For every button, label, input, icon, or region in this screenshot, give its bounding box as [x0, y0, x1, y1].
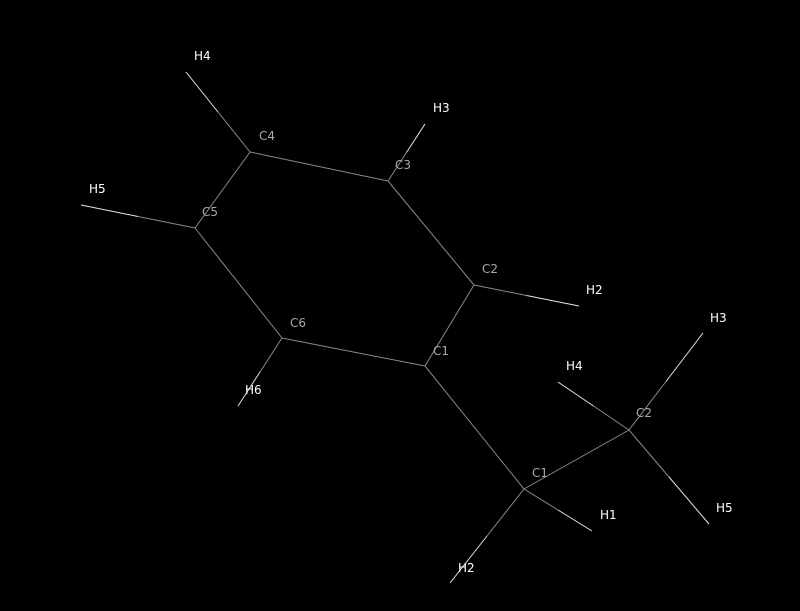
- bond-e-c1-e-h2-hydrogen-half: [449, 535, 488, 584]
- bond-r-c5-r-c6: [194, 227, 283, 339]
- bond-e-c1-e-c2: [523, 429, 630, 490]
- bond-e-c2-e-h5-carbon-half: [628, 429, 670, 478]
- bond-r-c1-e-c1: [424, 365, 525, 490]
- bond-e-c2-e-h3-carbon-half: [628, 381, 667, 431]
- atom-label-e-h3: H3: [710, 311, 727, 325]
- bond-r-c1-r-c2: [424, 284, 475, 367]
- bond-r-c3-r-h3-hydrogen-half: [406, 123, 426, 153]
- atom-label-e-h1: H1: [600, 508, 617, 522]
- bond-r-c2-r-h2-hydrogen-half: [526, 295, 580, 307]
- atom-label-e-c1: C1: [532, 466, 548, 480]
- atom-label-r-c4: C4: [259, 129, 275, 143]
- bond-layer: [80, 71, 710, 584]
- atom-label-r-h4: H4: [194, 49, 211, 63]
- bond-r-c5-r-h5-hydrogen-half: [80, 204, 139, 217]
- atom-label-r-h6: H6: [245, 383, 262, 397]
- atom-label-r-h5: H5: [89, 182, 106, 196]
- bond-r-c2-r-c3: [387, 180, 475, 286]
- bond-e-c1-e-h2-carbon-half: [486, 488, 525, 537]
- bond-e-c1-e-h1-hydrogen-half: [557, 509, 593, 532]
- atom-label-r-h3: H3: [433, 101, 450, 115]
- bond-e-c2-e-h4-hydrogen-half: [557, 381, 594, 407]
- atom-label-e-c2: C2: [636, 406, 652, 420]
- bond-r-c5-r-h5-carbon-half: [137, 216, 196, 229]
- bond-r-c6-r-c1: [281, 337, 426, 367]
- atom-label-r-c3: C3: [395, 158, 411, 172]
- atom-label-r-h2: H2: [586, 283, 603, 297]
- atom-label-e-h2: H2: [458, 561, 475, 575]
- atom-label-r-c2: C2: [482, 262, 498, 276]
- atom-label-r-c5: C5: [202, 205, 218, 219]
- atom-label-e-h5: H5: [716, 501, 733, 515]
- bond-e-c2-e-h5-hydrogen-half: [668, 476, 710, 525]
- bond-r-c6-r-h6-carbon-half: [259, 337, 283, 373]
- bond-e-c2-e-h3-hydrogen-half: [665, 332, 704, 382]
- atom-label-e-h4: H4: [566, 359, 583, 373]
- bond-e-c1-e-h1-carbon-half: [523, 488, 559, 511]
- atom-label-r-c1: C1: [433, 344, 449, 358]
- bond-r-c3-r-h3-carbon-half: [387, 152, 407, 182]
- bond-r-c4-r-h4-carbon-half: [217, 111, 251, 153]
- bond-r-c6-r-h6-hydrogen-half: [237, 371, 261, 407]
- bond-e-c2-e-h4-carbon-half: [593, 405, 630, 431]
- bond-r-c4-r-c5: [194, 151, 251, 229]
- bond-r-c3-r-c4: [249, 151, 389, 182]
- atom-label-r-c6: C6: [290, 316, 306, 330]
- bond-r-c2-r-h2-carbon-half: [473, 284, 527, 296]
- bond-r-c4-r-h4-hydrogen-half: [185, 71, 219, 113]
